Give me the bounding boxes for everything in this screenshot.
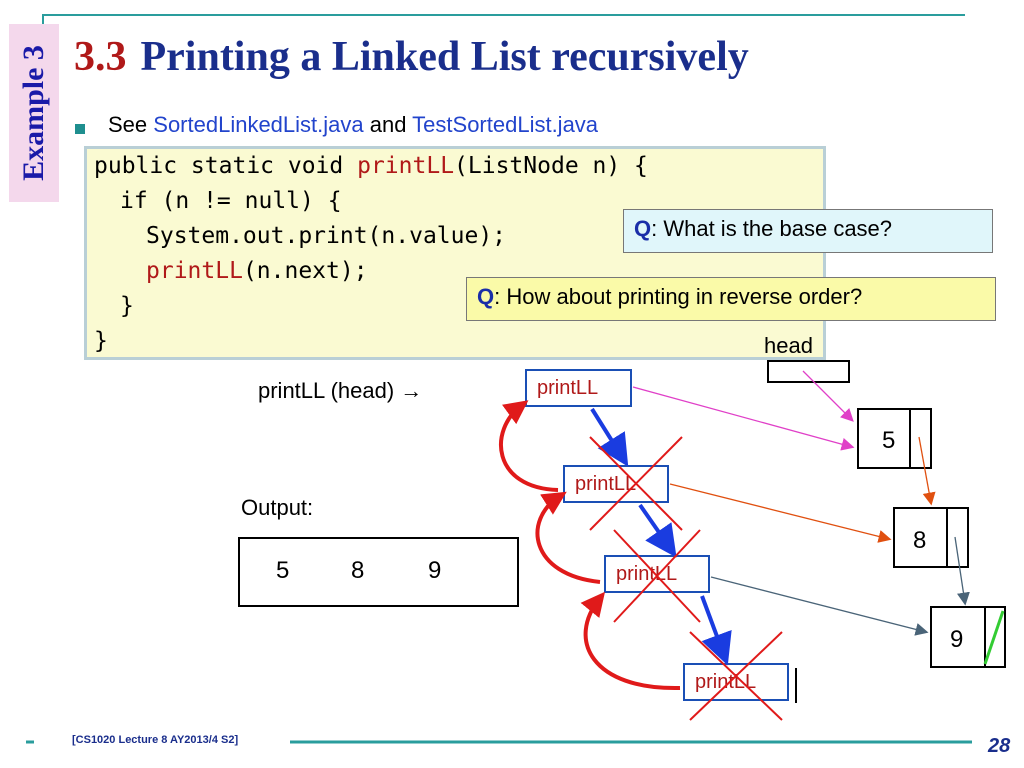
code-line-2: if (n != null) {	[120, 188, 342, 214]
next-pointer-5-8	[918, 436, 936, 506]
code-block	[84, 146, 826, 360]
link-sortedlinkedlist[interactable]: SortedLinkedList.java	[153, 112, 364, 137]
node-divider	[984, 608, 986, 666]
call-arrow-3	[700, 595, 732, 666]
output-value-3: 9	[428, 557, 442, 584]
node-value: 5	[882, 427, 896, 454]
example-sidebar	[9, 24, 59, 202]
see-prefix: See	[108, 112, 154, 137]
footer-text: [CS1020 Lecture 8 AY2013/4 S2]	[72, 734, 239, 746]
bullet-square-icon	[75, 124, 85, 134]
list-node-8: 8	[893, 507, 969, 568]
output-box	[238, 537, 519, 607]
return-arrow-2	[535, 491, 601, 584]
call-arrow-2	[638, 503, 677, 558]
title-number: 3.3	[74, 34, 127, 80]
node-value: 9	[950, 626, 964, 653]
call-box-1: printLL	[525, 369, 632, 407]
call-box-2: printLL	[563, 465, 669, 503]
page-title: 3.3 Printing a Linked List recursively	[74, 36, 749, 78]
return-arrow-3	[580, 591, 681, 691]
top-rule	[42, 14, 965, 16]
list-node-9: 9	[930, 606, 1006, 668]
param-arrow-3	[710, 576, 929, 636]
call-arrow-1	[590, 407, 629, 467]
node-value: 8	[913, 527, 927, 554]
code-line-1: public static void printLL(ListNode n) {	[94, 153, 648, 179]
cross-2b	[589, 436, 683, 531]
title-text: Printing a Linked List recursively	[140, 34, 749, 80]
link-testsortedlist[interactable]: TestSortedList.java	[412, 112, 599, 137]
left-rule	[42, 14, 44, 26]
call-label: printLL (head) →	[258, 378, 423, 403]
call-box-4: printLL	[683, 663, 789, 701]
node-divider	[909, 410, 911, 467]
next-pointer-8-9	[954, 536, 970, 606]
code-fn-call: printLL	[146, 258, 243, 284]
head-label: head	[764, 333, 813, 358]
param-arrow-2	[669, 483, 892, 543]
output-value-1: 5	[276, 557, 290, 584]
param-arrow-1	[632, 386, 855, 451]
see-middle: and	[363, 112, 413, 137]
code-line-6: }	[94, 328, 108, 354]
page-number: 28	[988, 735, 1011, 757]
head-pointer-arrow	[802, 370, 854, 422]
output-value-2: 8	[351, 557, 365, 584]
code-line-3: System.out.print(n.value);	[146, 223, 507, 249]
see-line: See SortedLinkedList.java and TestSorted…	[108, 112, 598, 138]
code-line-5: }	[120, 293, 134, 319]
question-reverse-order: Q: How about printing in reverse order?	[466, 277, 996, 321]
code-fn-name: printLL	[357, 153, 455, 179]
output-label: Output:	[241, 495, 314, 520]
arrow-right-icon: →	[400, 378, 423, 403]
cross-3b	[613, 529, 701, 623]
return-arrow-1	[499, 400, 559, 492]
null-slash	[983, 610, 1005, 665]
cross-4b	[689, 631, 783, 721]
question-base-case: Q: What is the base case?	[623, 209, 993, 253]
code-line-4: printLL(n.next);	[146, 258, 368, 284]
head-pointer-box	[767, 360, 850, 383]
node-divider	[946, 509, 948, 566]
